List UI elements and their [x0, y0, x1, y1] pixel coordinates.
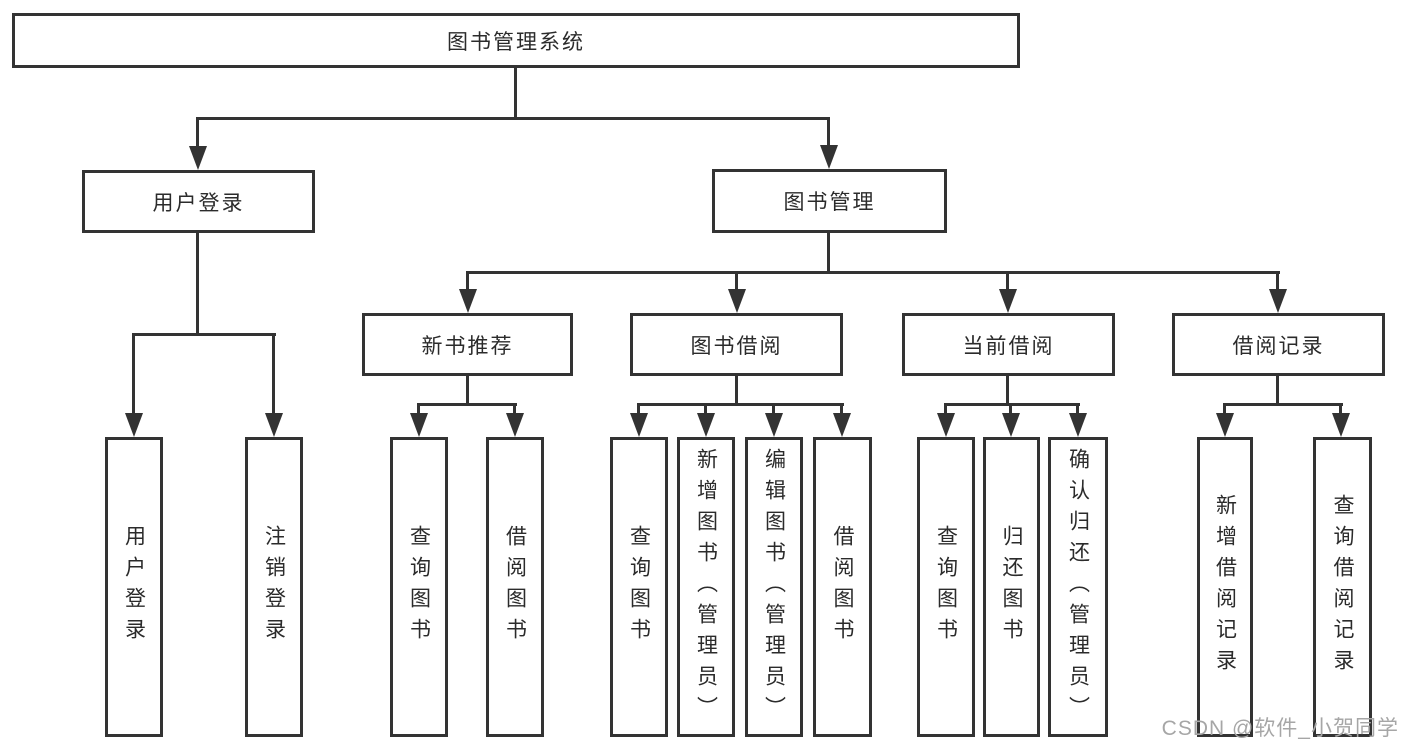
connector-drop — [1276, 271, 1279, 293]
connector-drop — [637, 403, 640, 417]
connector-bus — [132, 333, 276, 336]
connector-bus — [637, 403, 844, 406]
node-label: 用户登录 — [122, 525, 146, 649]
connector-bus — [1223, 403, 1343, 406]
leaf-query-books-recommend: 查询图书 — [390, 437, 448, 737]
node-label: 归还图书 — [1000, 525, 1024, 649]
connector-stem — [514, 68, 517, 119]
arrowhead-down — [937, 413, 955, 437]
arrowhead-down — [1269, 289, 1287, 313]
leaf-query-borrow-record: 查询借阅记录 — [1313, 437, 1372, 737]
leaf-query-books-borrowing: 查询图书 — [610, 437, 668, 737]
arrowhead-down — [1216, 413, 1234, 437]
leaf-add-borrow-record: 新增借阅记录 — [1197, 437, 1253, 737]
arrowhead-down — [820, 145, 838, 169]
node-user-login: 用户登录 — [82, 170, 315, 233]
connector-drop — [513, 403, 516, 417]
node-label: 注销登录 — [262, 525, 286, 649]
node-borrowing-records: 借阅记录 — [1172, 313, 1385, 376]
arrowhead-down — [697, 413, 715, 437]
leaf-return-books: 归还图书 — [983, 437, 1040, 737]
connector-drop — [827, 117, 830, 149]
arrowhead-down — [728, 289, 746, 313]
connector-drop — [196, 117, 199, 149]
connector-drop — [735, 271, 738, 293]
arrowhead-down — [189, 146, 207, 170]
connector-drop — [132, 333, 135, 417]
connector-drop — [704, 403, 707, 417]
arrowhead-down — [410, 413, 428, 437]
arrowhead-down — [506, 413, 524, 437]
node-label: 图书管理系统 — [447, 30, 585, 54]
arrowhead-down — [999, 289, 1017, 313]
node-book-borrowing: 图书借阅 — [630, 313, 843, 376]
connector-stem — [1276, 376, 1279, 406]
node-label: 查询图书 — [407, 525, 431, 649]
connector-bus — [417, 403, 517, 406]
node-label: 图书借阅 — [690, 334, 783, 358]
arrowhead-down — [833, 413, 851, 437]
leaf-user-login: 用户登录 — [105, 437, 163, 737]
node-label: 新增图书（管理员） — [694, 447, 718, 727]
node-new-book-recommendation: 新书推荐 — [362, 313, 573, 376]
connector-drop — [840, 403, 843, 417]
node-label: 新书推荐 — [421, 334, 514, 358]
node-label: 查询图书 — [934, 525, 958, 649]
connector-drop — [1076, 403, 1079, 417]
connector-stem — [196, 233, 199, 336]
connector-drop — [1009, 403, 1012, 417]
arrowhead-down — [630, 413, 648, 437]
connector-drop — [944, 403, 947, 417]
arrowhead-down — [459, 289, 477, 313]
arrowhead-down — [1332, 413, 1350, 437]
node-label: 借阅图书 — [503, 525, 527, 649]
leaf-logout: 注销登录 — [245, 437, 303, 737]
node-book-management: 图书管理 — [712, 169, 947, 233]
node-label: 借阅图书 — [831, 525, 855, 649]
connector-drop — [1006, 271, 1009, 293]
node-label: 借阅记录 — [1232, 334, 1325, 358]
connector-bus — [466, 271, 1280, 274]
connector-drop — [466, 271, 469, 293]
arrowhead-down — [265, 413, 283, 437]
node-label: 确认归还（管理员） — [1066, 447, 1090, 727]
connector-drop — [1339, 403, 1342, 417]
node-current-borrowing: 当前借阅 — [902, 313, 1115, 376]
node-label: 查询借阅记录 — [1331, 494, 1355, 680]
leaf-edit-books-admin: 编辑图书（管理员） — [745, 437, 803, 737]
node-library-management-system: 图书管理系统 — [12, 13, 1020, 68]
node-label: 编辑图书（管理员） — [762, 447, 786, 727]
node-label: 新增借阅记录 — [1213, 494, 1237, 680]
connector-drop — [272, 333, 275, 417]
leaf-confirm-return-admin: 确认归还（管理员） — [1048, 437, 1108, 737]
connector-drop — [772, 403, 775, 417]
node-label: 用户登录 — [152, 191, 245, 215]
node-label: 查询图书 — [627, 525, 651, 649]
connector-bus — [196, 117, 830, 120]
connector-drop — [417, 403, 420, 417]
connector-stem — [827, 233, 830, 274]
leaf-query-books-current: 查询图书 — [917, 437, 975, 737]
node-label: 当前借阅 — [962, 334, 1055, 358]
connector-stem — [1006, 376, 1009, 406]
connector-stem — [735, 376, 738, 406]
connector-bus — [944, 403, 1080, 406]
arrowhead-down — [1002, 413, 1020, 437]
leaf-borrow-books-recommend: 借阅图书 — [486, 437, 544, 737]
csdn-watermark: CSDN @软件_小贺同学 — [1161, 717, 1399, 740]
connector-stem — [466, 376, 469, 406]
arrowhead-down — [1069, 413, 1087, 437]
connector-drop — [1223, 403, 1226, 417]
node-label: 图书管理 — [783, 191, 876, 214]
leaf-add-books-admin: 新增图书（管理员） — [677, 437, 735, 737]
leaf-borrow-books: 借阅图书 — [813, 437, 872, 737]
arrowhead-down — [765, 413, 783, 437]
arrowhead-down — [125, 413, 143, 437]
